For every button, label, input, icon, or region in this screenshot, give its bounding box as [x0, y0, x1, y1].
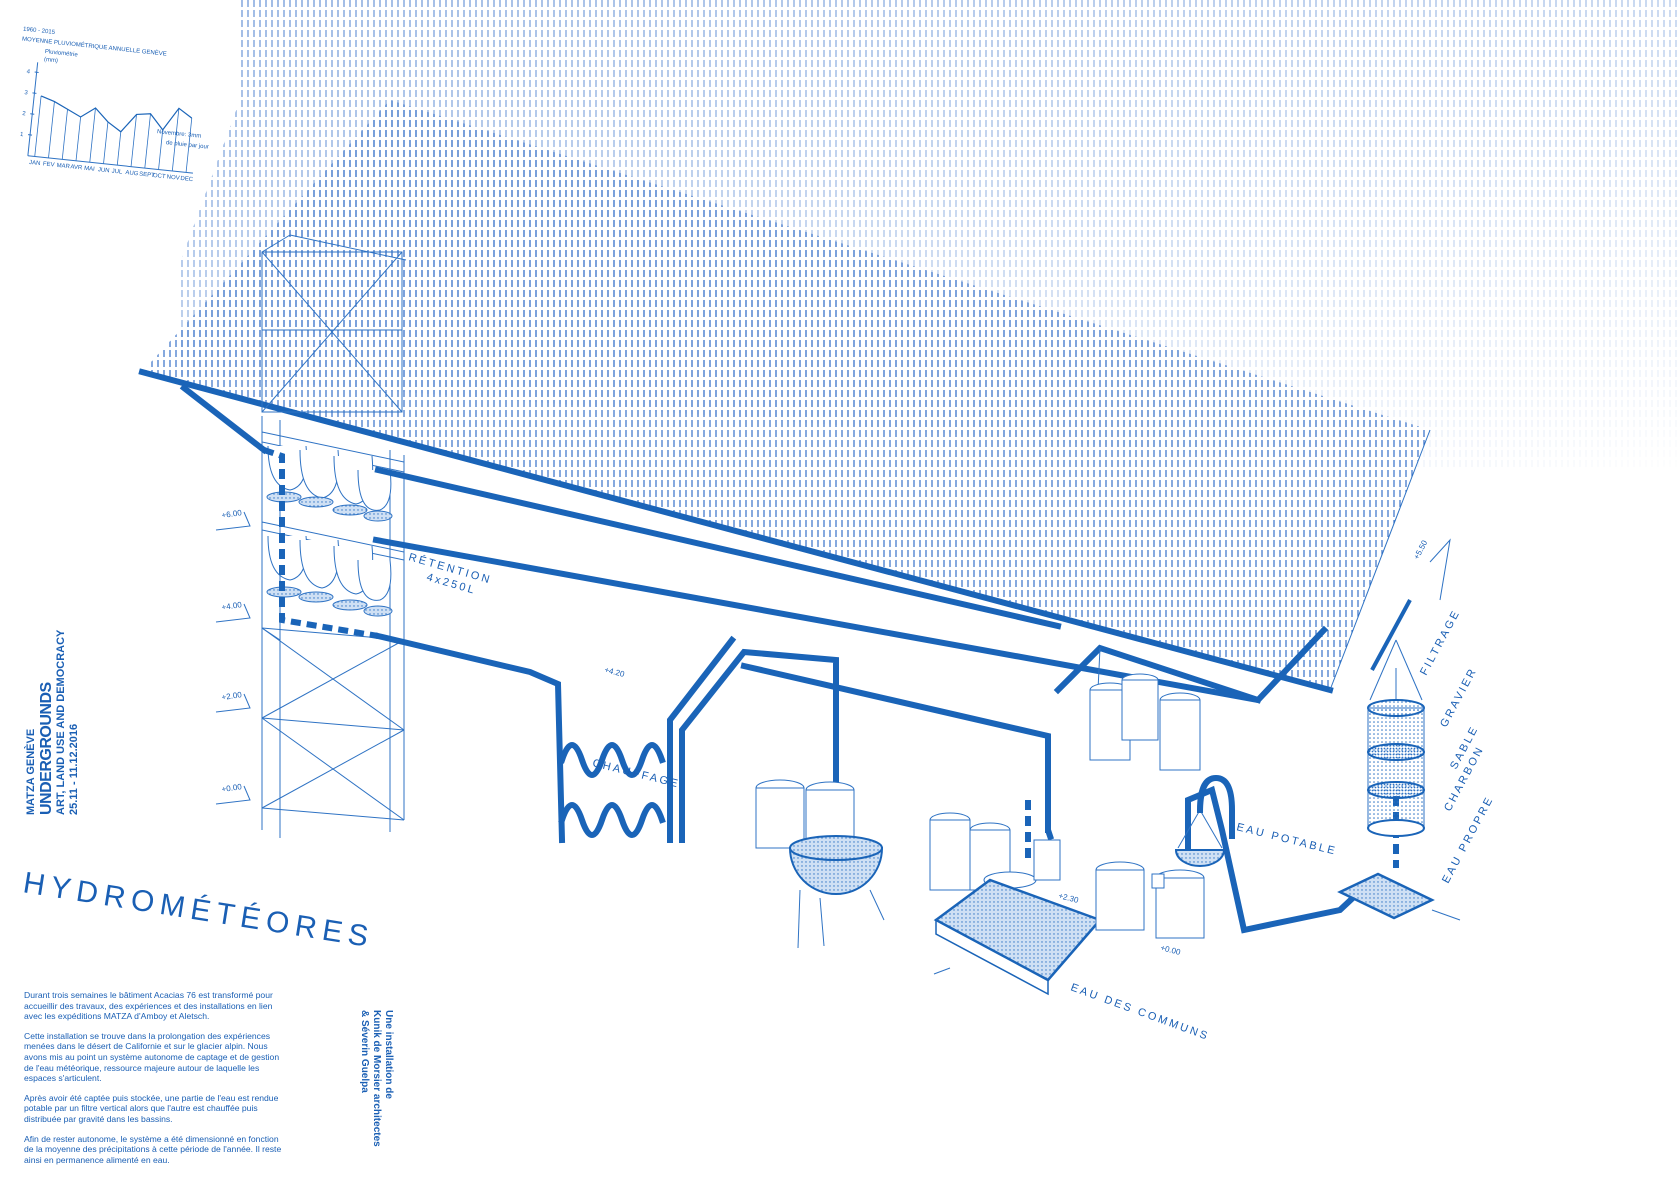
chart-month-label: JUL [111, 169, 123, 176]
label-gravier: GRAVIER [1438, 665, 1480, 729]
label-filtrage: FILTRAGE [1418, 607, 1463, 677]
retention-bags-upper [266, 445, 393, 522]
vertical-filter [1337, 538, 1461, 921]
potable-water [1089, 673, 1235, 939]
chart-month-label: OCT [153, 173, 167, 180]
chart-annotation-2: de pluie par jour [166, 140, 209, 150]
level-000b: +0.00 [1160, 943, 1182, 957]
chart-month-bar [130, 114, 137, 167]
side-header-dates: 25.11 - 11.12.2016 [68, 723, 80, 815]
chart-title: MOYENNE PLUVIOMÉTRIQUE ANNUELLE GENÈVE [22, 36, 167, 58]
chart-month-label: MAI [84, 166, 96, 173]
retention-bags-lower [266, 535, 393, 617]
level-230: +2.30 [1058, 891, 1080, 905]
chart-month-label: JAN [29, 160, 41, 167]
chart-y-ticks: 4 3 2 1 [20, 69, 39, 138]
level-200: +2.00 [221, 690, 243, 702]
pipe-network [179, 383, 1399, 934]
intro-paragraph-2: Cette installation se trouve dans la pro… [24, 1030, 280, 1084]
chart-x-axis [27, 155, 194, 174]
chart-yunit: (mm) [44, 57, 59, 64]
chart-month-bar [158, 129, 164, 170]
chart-month-bar [185, 118, 193, 173]
chart-month-bar [89, 107, 96, 163]
intro-paragraph-3: Après avoir été captée puis stockée, une… [24, 1092, 279, 1124]
chart-month-bar [171, 108, 180, 171]
level-000: +0.00 [221, 782, 243, 794]
chart-month-label: AUG [125, 170, 139, 177]
credit-line-3: & Séverin Guelpa [359, 1010, 370, 1093]
tower-level-markers [215, 511, 251, 805]
credit-line-1: Une installation de [383, 1010, 394, 1099]
heating-basin [755, 779, 885, 949]
chart-y-tick-label: 4 [26, 69, 31, 75]
level-400: +4.00 [221, 600, 243, 612]
side-header-subtitle: ART, LAND USE AND DEMOCRACY [55, 629, 67, 815]
credit-line-2: Kunik de Morsier architectes [371, 1010, 382, 1147]
side-header: MATZA GENÈVE UNDERGROUNDS ART, LAND USE … [24, 605, 81, 815]
chart-month-bar [34, 95, 42, 157]
chart-y-axis [27, 62, 39, 156]
level-420: +4.20 [604, 665, 626, 679]
chart-month-bar [48, 101, 55, 158]
chart-period: 1960 - 2015 [23, 27, 56, 36]
chart-annotation-1: Novembre: 3mm [157, 129, 202, 140]
side-header-event: UNDERGROUNDS [38, 682, 55, 815]
side-header-org: MATZA GENÈVE [25, 728, 37, 815]
chart-month-label: SEPT [139, 172, 156, 180]
chart-month-bar [61, 109, 68, 160]
chart-month-bar [103, 121, 109, 164]
intro-text: Durant trois semaines le bâtiment Acacia… [24, 990, 286, 1174]
chart-month-bar [116, 131, 122, 166]
chart-month-bar [144, 113, 151, 169]
roof [138, 100, 1431, 694]
chart-month-bars [34, 95, 193, 173]
chart-month-label: FEV [42, 161, 54, 168]
intro-paragraph-4: Afin de rester autonome, le système a ét… [24, 1133, 282, 1165]
chart-y-tick-label: 1 [20, 132, 25, 138]
label-eau-potable: EAU POTABLE [1235, 821, 1338, 858]
chart-month-bar [75, 116, 82, 161]
chart-month-label: AVR [70, 164, 83, 171]
chart-series-line [40, 95, 193, 133]
chart-month-label: JUN [98, 167, 110, 174]
retention-tower [215, 234, 407, 838]
chart-month-label: MAR [56, 163, 71, 170]
intro-paragraph-1: Durant trois semaines le bâtiment Acacia… [24, 990, 273, 1022]
poster-title: HYDROMÉTÉORES [21, 866, 376, 954]
chart-y-tick-label: 2 [22, 111, 27, 117]
chart-y-tick-label: 3 [24, 90, 29, 96]
level-550: +5.50 [1412, 538, 1430, 561]
credit-block: Une installation de Kunik de Morsier arc… [358, 1010, 394, 1180]
chart-ylabel: Pluviométrie [44, 49, 78, 58]
level-600: +6.00 [221, 508, 243, 520]
chart-month-label: DEC [180, 176, 194, 183]
label-eau-des-communs: EAU DES COMMUNS [1069, 982, 1211, 1044]
chart-month-label: NOV [166, 174, 180, 181]
